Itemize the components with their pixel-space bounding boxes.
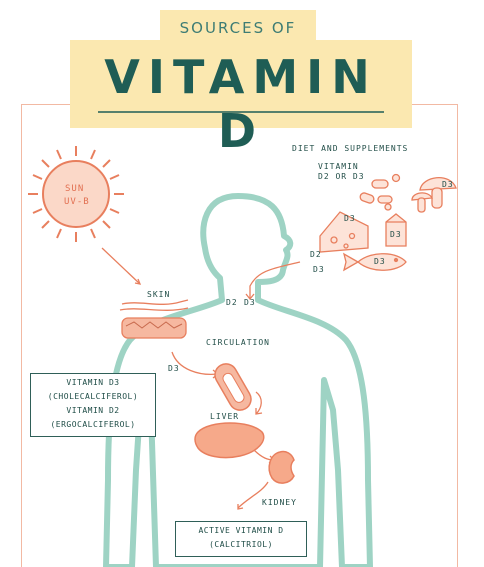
subtitle: SOURCES OF [179,19,297,37]
active-vitamin-box: ACTIVE VITAMIN D (CALCITRIOL) [175,521,307,557]
circulation-d3-label: D3 [168,364,180,373]
vitamin-label: VITAMIN [318,162,359,171]
active-vitamin-label: ACTIVE VITAMIN D [198,526,284,535]
kidney-label: KIDNEY [262,498,297,507]
milk-d3-label: D3 [390,230,402,239]
pills-icon [359,173,401,211]
ergocalciferol-label: (ERGOCALCIFEROL) [50,420,136,429]
page-title: VITAMIN D [104,50,378,158]
mushroom-d3-label: D3 [442,180,454,189]
liver-icon [194,422,265,459]
circulation-label: CIRCULATION [206,338,270,347]
fish-d3-label: D3 [374,257,386,266]
title-banner: VITAMIN D [70,40,412,158]
vitamin-d3-label: VITAMIN D3 [66,378,120,387]
cheese-icon [319,211,369,253]
neck-d2-label: D2 [226,298,238,307]
neck-d3-label: D3 [244,298,256,307]
d2-or-d3-label: D2 OR D3 [318,172,365,181]
sun-label: SUN [65,184,85,194]
skin-icon [119,299,189,339]
calcitriol-label: (CALCITRIOL) [209,540,273,549]
vitamin-forms-box: VITAMIN D3 (CHOLECALCIFEROL) VITAMIN D2 … [30,373,156,437]
milk-carton-icon [385,213,407,247]
kidney-icon [268,450,295,484]
cheese-d3-label: D3 [344,214,356,223]
mouth-d3-label: D3 [313,265,325,274]
skin-label: SKIN [147,290,171,299]
diet-heading: DIET AND SUPPLEMENTS [292,144,409,153]
blood-vessel-icon [214,363,252,411]
cholecalciferol-label: (CHOLECALCIFEROL) [47,392,139,401]
sun-icon [28,146,124,242]
mushroom-icon [411,177,457,213]
title-underline [98,111,384,113]
fish-icon [342,252,407,272]
vitamin-d2-label: VITAMIN D2 [66,406,120,415]
uv-label: UV-B [64,197,90,207]
liver-label: LIVER [210,412,240,421]
mouth-d2-label: D2 [310,250,322,259]
